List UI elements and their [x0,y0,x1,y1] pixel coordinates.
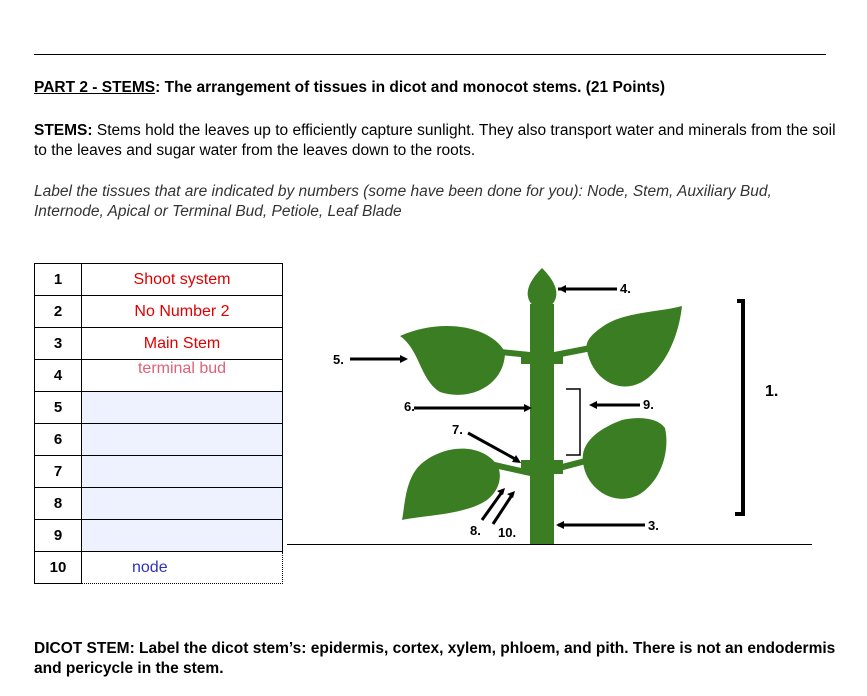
row-number: 1 [34,263,82,296]
row-number: 9 [34,519,82,552]
bracket-1 [735,299,745,516]
answer-cell[interactable]: No Number 2 [81,295,283,328]
arrowhead-7 [512,455,521,463]
answer-cell[interactable] [81,391,283,424]
main-stem [530,304,554,544]
pointer-8 [480,491,504,521]
apical-bud [527,268,557,308]
answer-cell[interactable] [81,519,283,552]
stems-text: Stems hold the leaves up to efficiently … [34,122,836,159]
arrowhead-3 [556,521,564,529]
arrowhead-6 [524,404,532,412]
lower-node [521,460,563,474]
row-number: 8 [34,487,82,520]
table-row: 7 [34,455,283,488]
leaf-lower-left [402,448,500,520]
ground-line [287,544,812,545]
label-5: 5. [333,352,344,367]
stems-label: STEMS: [34,122,93,139]
leaf-lower-right [582,418,667,499]
label-7: 7. [452,422,463,437]
row-number: 10 [34,551,82,584]
arrowhead-8 [497,488,505,495]
table-row: 10 node [34,551,283,584]
row-number: 4 [34,359,82,392]
label-3: 3. [648,518,659,533]
internode-bracket [566,388,581,456]
leaf-upper-right [586,306,682,387]
row-number: 3 [34,327,82,360]
pointer-7 [467,431,518,462]
stems-paragraph: STEMS: Stems hold the leaves up to effic… [34,121,844,161]
dicot-instructions: DICOT STEM: Label the dicot stem’s: epid… [34,639,844,679]
table-row: 2 No Number 2 [34,295,283,328]
label-1: 1. [765,383,778,400]
petiole-upper-left [500,349,530,358]
answer-cell[interactable]: node [81,551,283,584]
label-9: 9. [643,397,654,412]
answer-cell[interactable] [81,455,283,488]
top-rule [34,54,826,55]
row-number: 6 [34,423,82,456]
table-row: 6 [34,423,283,456]
dicot-text: Label the dicot stem’s: epidermis, corte… [34,640,836,677]
answer-cell[interactable] [81,423,283,456]
table-row: 1 Shoot system [34,263,283,296]
label-10: 10. [498,525,516,540]
upper-node [521,352,563,364]
arrowhead-5 [400,355,408,363]
label-6: 6. [404,399,415,414]
answer-cell[interactable] [81,487,283,520]
pointer-10 [491,494,514,525]
answer-cell[interactable]: Main Stem [81,327,283,360]
part-title: PART 2 - STEMS [34,79,156,96]
label-table: 1 Shoot system 2 No Number 2 3 Main Stem… [34,263,283,584]
pointer-lines [350,287,745,527]
arrowhead-9 [589,401,597,409]
table-row: 4 terminal bud [34,359,283,392]
table-row: 5 [34,391,283,424]
instructions: Label the tissues that are indicated by … [34,183,772,220]
section-heading: PART 2 - STEMS: The arrangement of tissu… [34,79,665,97]
arrowhead-10 [507,491,515,498]
petiole-lower-left [494,462,530,476]
row-number: 5 [34,391,82,424]
answer-cell[interactable]: terminal bud [81,359,283,392]
row-number: 2 [34,295,82,328]
dicot-label: DICOT STEM: [34,640,135,657]
plant-diagram: 4. 5. 6. 7. 8. 10. 9. 3. 1. [333,268,778,544]
answer-cell[interactable]: Shoot system [81,263,283,296]
table-row: 9 [34,519,283,552]
row-number: 7 [34,455,82,488]
table-row: 8 [34,487,283,520]
label-4: 4. [620,281,631,296]
part-subtitle: : The arrangement of tissues in dicot an… [155,79,665,96]
table-row: 3 Main Stem [34,327,283,360]
plant-shapes [400,268,682,544]
petiole-upper-right [554,345,592,358]
label-8: 8. [470,523,481,538]
arrow-heads [400,285,597,529]
petiole-lower-right [554,458,586,472]
arrowhead-4 [558,285,566,293]
leaf-upper-left [400,326,505,395]
